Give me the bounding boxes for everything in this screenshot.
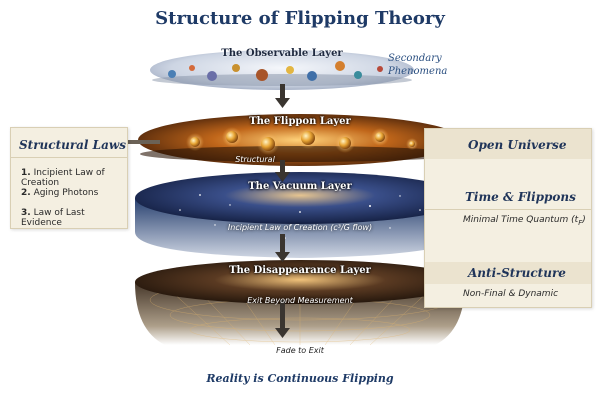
time-flippons-text: Minimal Time Quantum (tF) xyxy=(463,215,586,227)
time-flippons-heading: Time & Flippons xyxy=(465,190,576,204)
arrow-down-icon xyxy=(275,300,290,338)
structural-sublabel: Structural xyxy=(235,155,275,164)
right-panel: Open Universe Time & Flippons Minimal Ti… xyxy=(424,128,592,308)
law-text: Incipient Law of Creation xyxy=(21,168,105,188)
anti-structure-heading: Anti-Structure xyxy=(468,266,566,280)
exit-sublabel: Exit Beyond Measurement xyxy=(247,296,353,305)
fade-label: Fade to Exit xyxy=(276,346,324,355)
time-quantum-close: ) xyxy=(582,215,586,225)
flippon-layer-shape xyxy=(138,114,462,166)
law-item: 2. Aging Photons xyxy=(21,188,98,198)
diagram-title: Structure of Flipping Theory xyxy=(155,8,445,29)
time-quantum-subscript: F xyxy=(578,218,583,227)
vacuum-layer-shape xyxy=(135,172,465,258)
disappearance-layer-shape xyxy=(135,260,465,346)
vacuum-sublabel: Incipient Law of Creation (c³/G flow) xyxy=(227,223,373,232)
anti-structure-text: Non-Final & Dynamic xyxy=(463,289,559,299)
arrow-down-icon xyxy=(275,234,290,262)
law-number: 2. xyxy=(21,188,31,198)
vacuum-layer-label: The Vacuum Layer xyxy=(248,181,352,192)
law-text: Aging Photons xyxy=(33,188,99,198)
law-item: 3. Law of Last Evidence xyxy=(21,208,127,228)
structural-laws-heading: Structural Laws xyxy=(19,138,126,152)
law-text: Law of Last Evidence xyxy=(21,208,85,228)
arrow-down-icon xyxy=(275,84,290,108)
glowing-particles-icon xyxy=(186,127,418,155)
panel-divider xyxy=(425,209,591,210)
disappearance-layer-label: The Disappearance Layer xyxy=(229,265,371,276)
open-universe-heading: Open Universe xyxy=(468,138,567,152)
open-universe-band xyxy=(425,129,591,159)
observable-layer-shape xyxy=(150,50,414,90)
footer-caption: Reality is Continuous Flipping xyxy=(206,372,394,385)
law-number: 1. xyxy=(21,168,31,178)
anti-structure-band xyxy=(425,262,591,284)
observable-layer-label: The Observable Layer xyxy=(221,48,343,59)
secondary-phenomena-label: Secondary Phenomena xyxy=(388,53,448,77)
arrow-down-icon xyxy=(275,160,290,182)
orb-particles-icon xyxy=(168,61,383,81)
flippon-layer-label: The Flippon Layer xyxy=(249,116,351,127)
structural-laws-panel: Structural Laws 1. Incipient Law of Crea… xyxy=(10,127,128,229)
law-number: 3. xyxy=(21,208,31,218)
panel-divider xyxy=(11,157,127,158)
time-quantum-text: Minimal Time Quantum (t xyxy=(463,215,579,225)
law-item: 1. Incipient Law of Creation xyxy=(21,168,127,188)
